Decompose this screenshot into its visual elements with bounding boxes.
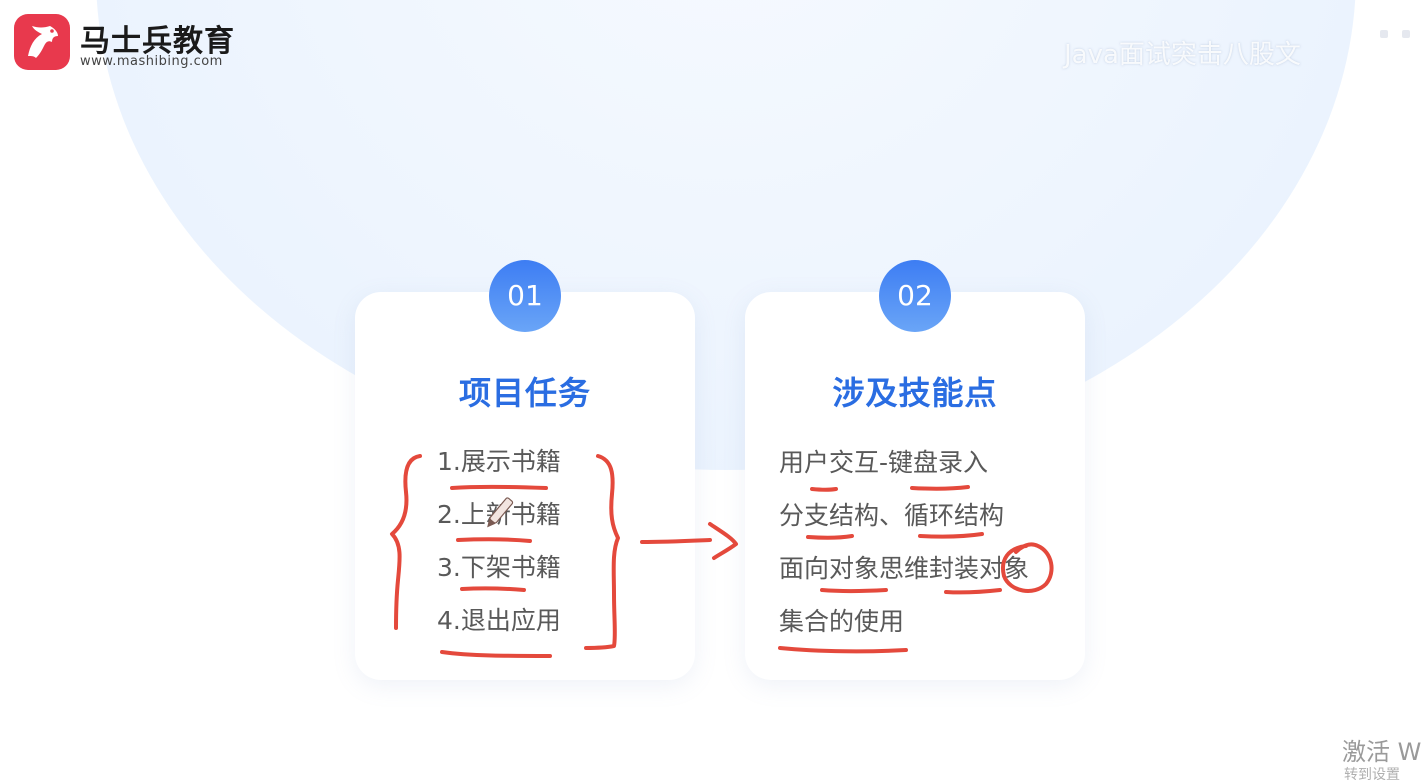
- bilibili-logo-icon: [1350, 20, 1428, 76]
- list-item: 用户交互-键盘录入: [779, 448, 989, 477]
- arrow-head-mark: [708, 522, 738, 560]
- brand-url: www.mashibing.com: [80, 54, 223, 69]
- list-item: 面向对象思维封装对象: [779, 554, 1030, 583]
- task-list: 1.展示书籍 2.上新书籍 3.下架书籍 4.退出应用: [437, 442, 561, 654]
- list-item: 4.退出应用: [437, 606, 561, 635]
- brand-logo: 马士兵教育 www.mashibing.com: [14, 14, 254, 74]
- activate-windows-subtext: 转到设置: [1344, 767, 1400, 780]
- activate-windows-text: 激活 W: [1342, 738, 1422, 766]
- list-item: 2.上新书籍: [437, 500, 561, 529]
- horse-logo-icon: [14, 14, 70, 70]
- list-item: 分支结构、循环结构: [779, 501, 1005, 530]
- list-item: 集合的使用: [779, 607, 905, 636]
- list-item: 3.下架书籍: [437, 553, 561, 582]
- brand-name: 马士兵教育: [80, 24, 235, 59]
- card-number-badge: 02: [879, 260, 951, 332]
- video-watermark: Java面试突击八股文: [1064, 40, 1301, 70]
- task-card-title: 项目任务: [458, 374, 591, 412]
- list-item: 1.展示书籍: [437, 447, 561, 476]
- skills-list: 用户交互-键盘录入 分支结构、循环结构 面向对象思维封装对象 集合的使用: [779, 443, 1029, 655]
- skills-card-title: 涉及技能点: [832, 374, 998, 412]
- card-number-badge: 01: [489, 260, 561, 332]
